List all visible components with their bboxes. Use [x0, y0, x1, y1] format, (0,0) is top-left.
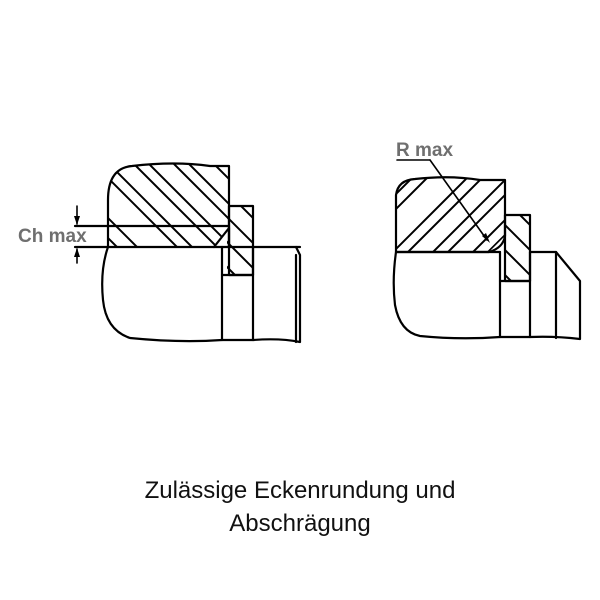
r-arrow-icon [482, 233, 490, 243]
figure-caption: Zulässige Eckenrundung und Abschrägung [0, 474, 600, 540]
left-ring-hatching [108, 163, 229, 247]
r-leader-line [429, 159, 488, 241]
left-chamfer-view: Ch max [18, 162, 302, 344]
right-radius-view: R max [392, 140, 582, 341]
r-max-label: R max [396, 140, 453, 161]
left-inner-body [101, 245, 302, 344]
ch-max-label: Ch max [18, 226, 87, 247]
left-spacer-hatching [227, 206, 253, 275]
left-ring-outline [106, 162, 231, 249]
right-ring-outline [394, 176, 507, 254]
left-chamfer-edge [212, 226, 231, 249]
right-inner-body [392, 250, 582, 341]
ch-arrow-bottom-icon [74, 248, 80, 264]
right-spacer-hatching [505, 215, 530, 281]
caption-line-1: Zulässige Eckenrundung und [144, 477, 456, 504]
ch-arrow-top-icon [74, 205, 80, 225]
right-ring-hatching [396, 177, 505, 252]
caption-line-2: Abschrägung [229, 510, 371, 537]
